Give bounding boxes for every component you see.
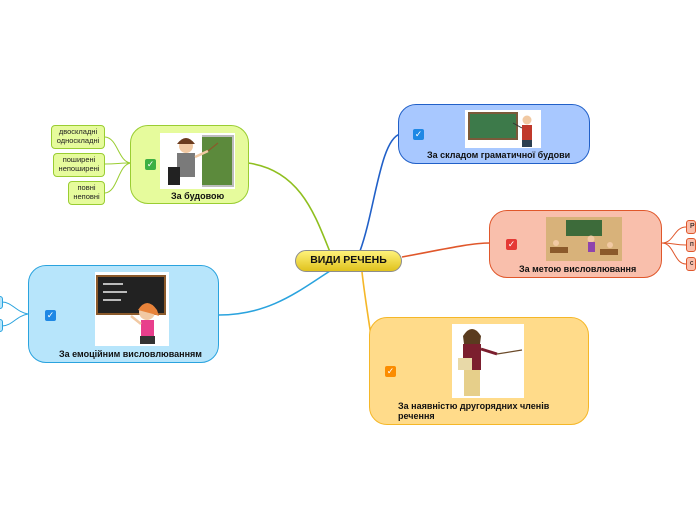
leaf-povni-text: повні неповні [73, 183, 100, 201]
node-sklad-label: За складом граматичної будови [427, 150, 571, 160]
red-check-icon[interactable]: ✓ [506, 239, 517, 250]
leaf-meta-1-text: Р [690, 223, 695, 230]
link-meta [401, 242, 491, 258]
blue-check-icon[interactable]: ✓ [45, 310, 56, 321]
leaf-link-3 [104, 162, 132, 194]
node-emotsii-label: За емоційним висловлюванням [59, 349, 202, 359]
node-meta-label: За метою висловлювання [519, 264, 637, 274]
teacher-with-pointer-image [452, 324, 524, 398]
node-meta[interactable]: ✓ За метою висловлювання [489, 210, 662, 278]
leaf-meta-2[interactable]: п [686, 238, 696, 252]
leaf-link-r1 [661, 226, 687, 244]
classroom-illustration [546, 217, 622, 261]
green-check-icon[interactable]: ✓ [145, 159, 156, 170]
leaf-link-r3 [661, 242, 687, 265]
leaf-link-1 [104, 136, 132, 164]
leaf-emotsii-2[interactable] [0, 319, 3, 332]
leaf-dvoskladni-text: двоскладні односкладні [56, 127, 100, 145]
leaf-poshyreni-text: поширені непоширені [58, 155, 100, 173]
teacher-at-chalkboard-image [160, 133, 235, 189]
link-emotsii [218, 270, 331, 316]
leaf-meta-3[interactable]: с [686, 257, 696, 271]
board-illustration [468, 112, 532, 147]
leaf-link-l1 [1, 301, 29, 315]
classroom-image [546, 217, 622, 261]
orange-check-icon[interactable]: ✓ [385, 366, 396, 377]
leaf-emotsii-1[interactable] [0, 296, 3, 309]
node-druhoriadni[interactable]: ✓ За наявністю другорядних членів реченн… [369, 317, 589, 425]
node-emotsii[interactable]: ✓ За емоційним висловлюванням [28, 265, 219, 363]
teacher-pointer-illustration [458, 329, 523, 396]
leaf-meta-3-text: с [690, 260, 694, 267]
leaf-povni[interactable]: повні неповні [68, 181, 105, 205]
leaf-dvoskladni[interactable]: двоскладні односкладні [51, 125, 105, 149]
leaf-meta-2-text: п [690, 241, 694, 248]
node-sklad[interactable]: ✓ За складом граматичної будови [398, 104, 590, 164]
teacher-writing-on-board-image [95, 272, 169, 346]
link-budova [247, 162, 331, 253]
node-budova[interactable]: ✓ За будовою [130, 125, 249, 204]
teacher-pointing-at-board-image [465, 110, 541, 148]
leaf-poshyreni[interactable]: поширені непоширені [53, 153, 105, 177]
leaf-link-2 [104, 162, 132, 165]
root-node[interactable]: ВИДИ РЕЧЕНЬ [295, 250, 402, 272]
node-druhoriadni-label: За наявністю другорядних членів речення [398, 401, 550, 421]
leaf-link-l2 [1, 313, 29, 327]
leaf-meta-1[interactable]: Р [686, 220, 696, 234]
chalkboard-teacher-illustration [96, 275, 166, 344]
node-budova-label: За будовою [171, 191, 225, 201]
blue-check-icon[interactable]: ✓ [413, 129, 424, 140]
teacher-illustration [160, 133, 234, 189]
link-sklad [359, 133, 401, 252]
root-label: ВИДИ РЕЧЕНЬ [310, 254, 387, 266]
